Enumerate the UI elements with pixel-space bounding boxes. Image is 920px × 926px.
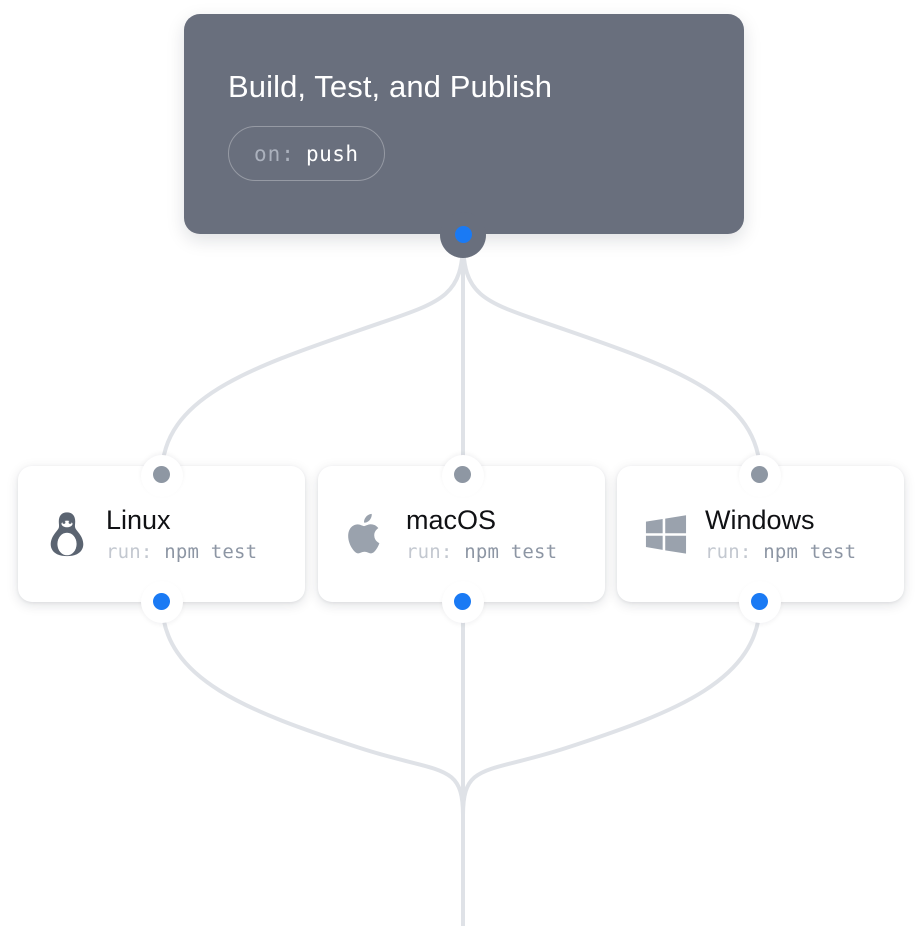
job-windows-input-port[interactable] [751,466,768,483]
edge-linux-to-merge [160,600,465,817]
job-text-windows: Windows run: npm test [705,505,856,562]
job-run-key-windows: run: [705,540,752,563]
job-text-linux: Linux run: npm test [106,505,257,562]
apple-icon [344,509,390,559]
linux-penguin-icon [44,509,90,559]
job-run-macos: run: npm test [406,541,557,563]
trigger-event-badge[interactable]: on: push [228,126,385,182]
job-run-key-linux: run: [106,540,153,563]
edge-windows-to-merge [461,600,762,817]
trigger-output-port[interactable] [455,226,472,243]
job-windows-output-port[interactable] [751,593,768,610]
trigger-event-value: push [305,141,359,166]
edge-trigger-to-windows [461,238,762,476]
job-title-macos: macOS [406,505,497,536]
job-run-value-linux: npm test [164,540,258,563]
job-linux-output-port[interactable] [153,593,170,610]
job-macos-output-port[interactable] [454,593,471,610]
job-run-windows: run: npm test [705,541,856,563]
trigger-node[interactable]: Build, Test, and Publish on: push [184,14,744,234]
trigger-title: Build, Test, and Publish [228,69,553,104]
job-run-linux: run: npm test [106,541,257,563]
job-linux-input-port[interactable] [153,466,170,483]
job-run-value-windows: npm test [763,540,857,563]
job-run-key-macos: run: [406,540,453,563]
job-title-linux: Linux [106,505,171,536]
windows-icon [643,509,689,559]
job-text-macos: macOS run: npm test [406,505,557,562]
trigger-event-key: on: [254,141,295,166]
job-macos-input-port[interactable] [454,466,471,483]
job-run-value-macos: npm test [464,540,558,563]
job-title-windows: Windows [705,505,815,536]
edge-trigger-to-linux [160,238,465,476]
